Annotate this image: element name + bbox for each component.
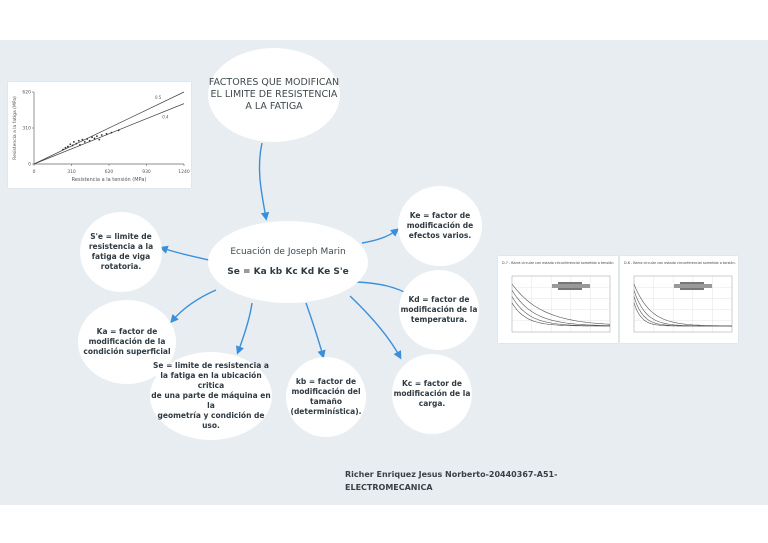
annotation-label: 0.4 [162, 115, 169, 120]
arrow-center-to-ka [170, 289, 217, 324]
node-se[interactable]: Se = limite de resistencia a la fatiga e… [150, 352, 272, 440]
data-point [88, 139, 91, 142]
curve [511, 283, 611, 325]
stress-concentration-chart-left: D.7 - Barra circular con estado circunfe… [502, 261, 614, 333]
node-se-text: Se = limite de resistencia a la fatiga e… [151, 361, 271, 430]
curve [633, 296, 732, 327]
x-tick-label: 620 [105, 169, 114, 175]
curve [511, 290, 611, 326]
x-tick-label: 0 [33, 169, 36, 175]
specimen-sketch [552, 282, 590, 290]
node-kc[interactable]: Kc = factor de modificación de la carga. [392, 354, 472, 434]
stress-concentration-chart-right: D.8 - Barra circular con estado circunfe… [624, 261, 736, 333]
arrow-center-to-kb [305, 302, 326, 359]
plot-frame [633, 275, 733, 333]
data-point [79, 143, 81, 146]
data-point [75, 142, 78, 145]
center-formula: Se = Ka kb Kc Kd Ke S'e [227, 267, 349, 277]
node-ke[interactable]: Ke = factor de modificación de efectos v… [398, 186, 482, 266]
title-text: FACTORES QUE MODIFICAN EL LIMITE DE RESI… [208, 77, 340, 112]
node-ka[interactable]: Ka = factor de modificación de la condic… [78, 300, 176, 384]
chart-caption: D.8 - Barra circular con estado circunfe… [624, 261, 736, 265]
annotation-label: 0.5 [155, 95, 162, 100]
center-node[interactable]: Ecuación de Joseph Marin Se = Ka kb Kc K… [208, 221, 368, 303]
specimen-sketch [674, 282, 712, 290]
author-caption: Richer Enriquez Jesus Norberto-20440367-… [345, 470, 558, 492]
data-point [73, 141, 75, 143]
data-point [69, 143, 72, 146]
trend-line [33, 91, 185, 165]
data-point [86, 138, 89, 140]
node-ka-text: Ka = factor de modificación de la condic… [83, 327, 171, 356]
data-point [96, 135, 98, 138]
curve [511, 302, 610, 327]
data-point [91, 136, 93, 139]
node-kd-text: Kd = factor de modificación de la temper… [400, 295, 478, 324]
data-point [64, 146, 67, 149]
x-tick-label: 310 [67, 169, 76, 175]
chart-card-kt-torsion: D.8 - Barra circular con estado circunfe… [620, 256, 738, 343]
title-node[interactable]: FACTORES QUE MODIFICAN EL LIMITE DE RESI… [208, 48, 340, 142]
chart-card-kt-tension: D.7 - Barra circular con estado circunfe… [498, 256, 618, 343]
data-point [77, 139, 80, 142]
node-kb[interactable]: kb = factor de modificación del tamaño (… [286, 357, 366, 437]
curve [511, 296, 610, 327]
data-point [105, 132, 108, 135]
y-tick-label: 310 [22, 126, 31, 132]
x-tick-label: 1240 [178, 169, 190, 175]
arrow-center-to-kc [349, 295, 402, 360]
data-point [62, 148, 64, 151]
x-tick-label: 930 [142, 169, 151, 175]
data-point [117, 129, 120, 132]
trend-line [33, 103, 185, 165]
data-point [66, 145, 69, 148]
node-se-prime-text: S'e = limite de resistencia a la fatiga … [88, 232, 154, 271]
node-kd[interactable]: Kd = factor de modificación de la temper… [399, 270, 479, 350]
arrow-center-to-ke [361, 228, 400, 244]
node-ke-text: Ke = factor de modificación de efectos v… [406, 211, 474, 240]
node-kb-text: kb = factor de modificación del tamaño (… [290, 377, 362, 416]
x-axis-label: Resistencia a la tensión (MPa) [72, 176, 147, 183]
plot-frame [511, 275, 611, 333]
node-kc-text: Kc = factor de modificación de la carga. [393, 379, 471, 408]
node-se-prime[interactable]: S'e = limite de resistencia a la fatiga … [80, 212, 162, 292]
data-point [110, 131, 113, 134]
data-point [81, 138, 84, 141]
data-point [83, 141, 86, 143]
y-axis-label: Resistencia a la fatiga (MPa) [12, 96, 18, 160]
y-tick-label: 620 [22, 90, 31, 96]
specimen-shaft [552, 284, 590, 288]
chart-caption: D.7 - Barra circular con estado circunfe… [502, 261, 614, 265]
y-tick-label: 0 [28, 162, 31, 168]
center-name: Ecuación de Joseph Marin [230, 247, 346, 257]
data-point [93, 137, 96, 140]
arrow-center-to-se [236, 302, 253, 355]
curve [633, 283, 732, 327]
curve [633, 302, 732, 327]
data-point [71, 144, 74, 147]
data-point [100, 134, 103, 136]
arrow-title-to-center [258, 142, 270, 221]
data-point [98, 138, 101, 141]
specimen-shaft [674, 284, 712, 288]
